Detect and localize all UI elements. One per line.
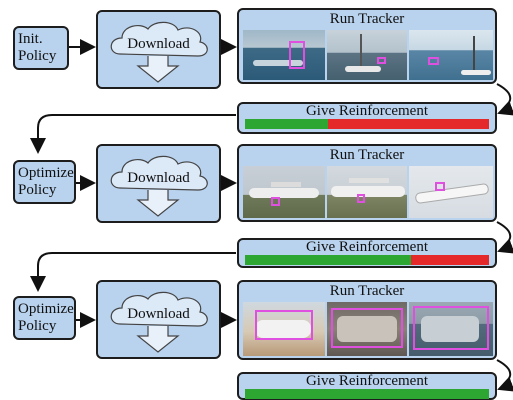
arrow-reinforcement-to-policy [30, 252, 236, 292]
give-reinforcement-title: Give Reinforcement [305, 103, 429, 119]
cloud-download-icon [110, 291, 208, 353]
cloud-download-icon [110, 21, 208, 83]
download-box: Download [96, 10, 221, 89]
download-box: Download [96, 280, 221, 359]
bounding-box [289, 41, 305, 69]
run-tracker-title: Run Tracker [329, 11, 405, 27]
run-tracker-title: Run Tracker [329, 283, 405, 299]
positive-reinforcement-bar [245, 119, 328, 129]
run-tracker-box: Run Tracker [237, 280, 497, 360]
download-label: Download [127, 36, 190, 52]
bounding-box [377, 57, 386, 64]
arrow-tracker-to-reinforcement [496, 221, 513, 254]
positive-reinforcement-bar [245, 389, 489, 399]
bounding-box [357, 194, 365, 203]
give-reinforcement-title: Give Reinforcement [305, 373, 429, 389]
policy-label-line2: Policy [18, 318, 57, 334]
scene-speedboat-beach [243, 302, 325, 356]
optimize-policy-box: Optimize Policy [13, 296, 76, 340]
bounding-box [413, 306, 489, 350]
init-policy-box: Init. Policy [13, 26, 69, 70]
bounding-box [331, 308, 403, 348]
policy-label-line2: Policy [18, 48, 57, 64]
bounding-box [271, 197, 280, 206]
arrow-tracker-to-reinforcement [496, 359, 513, 392]
scene-cargo-plane-taxi [327, 166, 407, 218]
reinforcement-box: Give Reinforcement [237, 238, 497, 268]
bounding-box [255, 310, 313, 340]
cloud-download-icon [110, 155, 208, 217]
run-tracker-title: Run Tracker [329, 147, 405, 163]
positive-reinforcement-bar [245, 255, 411, 265]
run-tracker-box: Run Tracker [237, 144, 497, 222]
policy-label-line1: Init. [18, 31, 43, 47]
scene-boat-dock [327, 302, 407, 356]
download-box: Download [96, 144, 221, 223]
reinforcement-box: Give Reinforcement [237, 372, 497, 400]
scene-military-boat [409, 302, 493, 356]
policy-label-line1: Optimize [18, 165, 74, 181]
policy-label-line1: Optimize [18, 301, 74, 317]
optimize-policy-box: Optimize Policy [13, 160, 76, 204]
policy-label-line2: Policy [18, 182, 57, 198]
scene-cargo-plane-runway [243, 166, 325, 218]
scene-sailboat-open-water [409, 30, 493, 80]
arrow-tracker-to-reinforcement [496, 83, 513, 116]
download-label: Download [127, 170, 190, 186]
negative-reinforcement-bar [411, 255, 489, 265]
bounding-box [435, 182, 445, 191]
arrow-reinforcement-to-policy [30, 114, 236, 154]
scene-cargo-plane-flight [409, 166, 493, 218]
negative-reinforcement-bar [328, 119, 489, 129]
scene-speedboat-on-sea [243, 30, 325, 80]
give-reinforcement-title: Give Reinforcement [305, 239, 429, 255]
run-tracker-box: Run Tracker [237, 8, 497, 84]
download-label: Download [127, 306, 190, 322]
bounding-box [428, 57, 439, 65]
reinforcement-box: Give Reinforcement [237, 102, 497, 134]
scene-sailboat-harbor [327, 30, 407, 80]
